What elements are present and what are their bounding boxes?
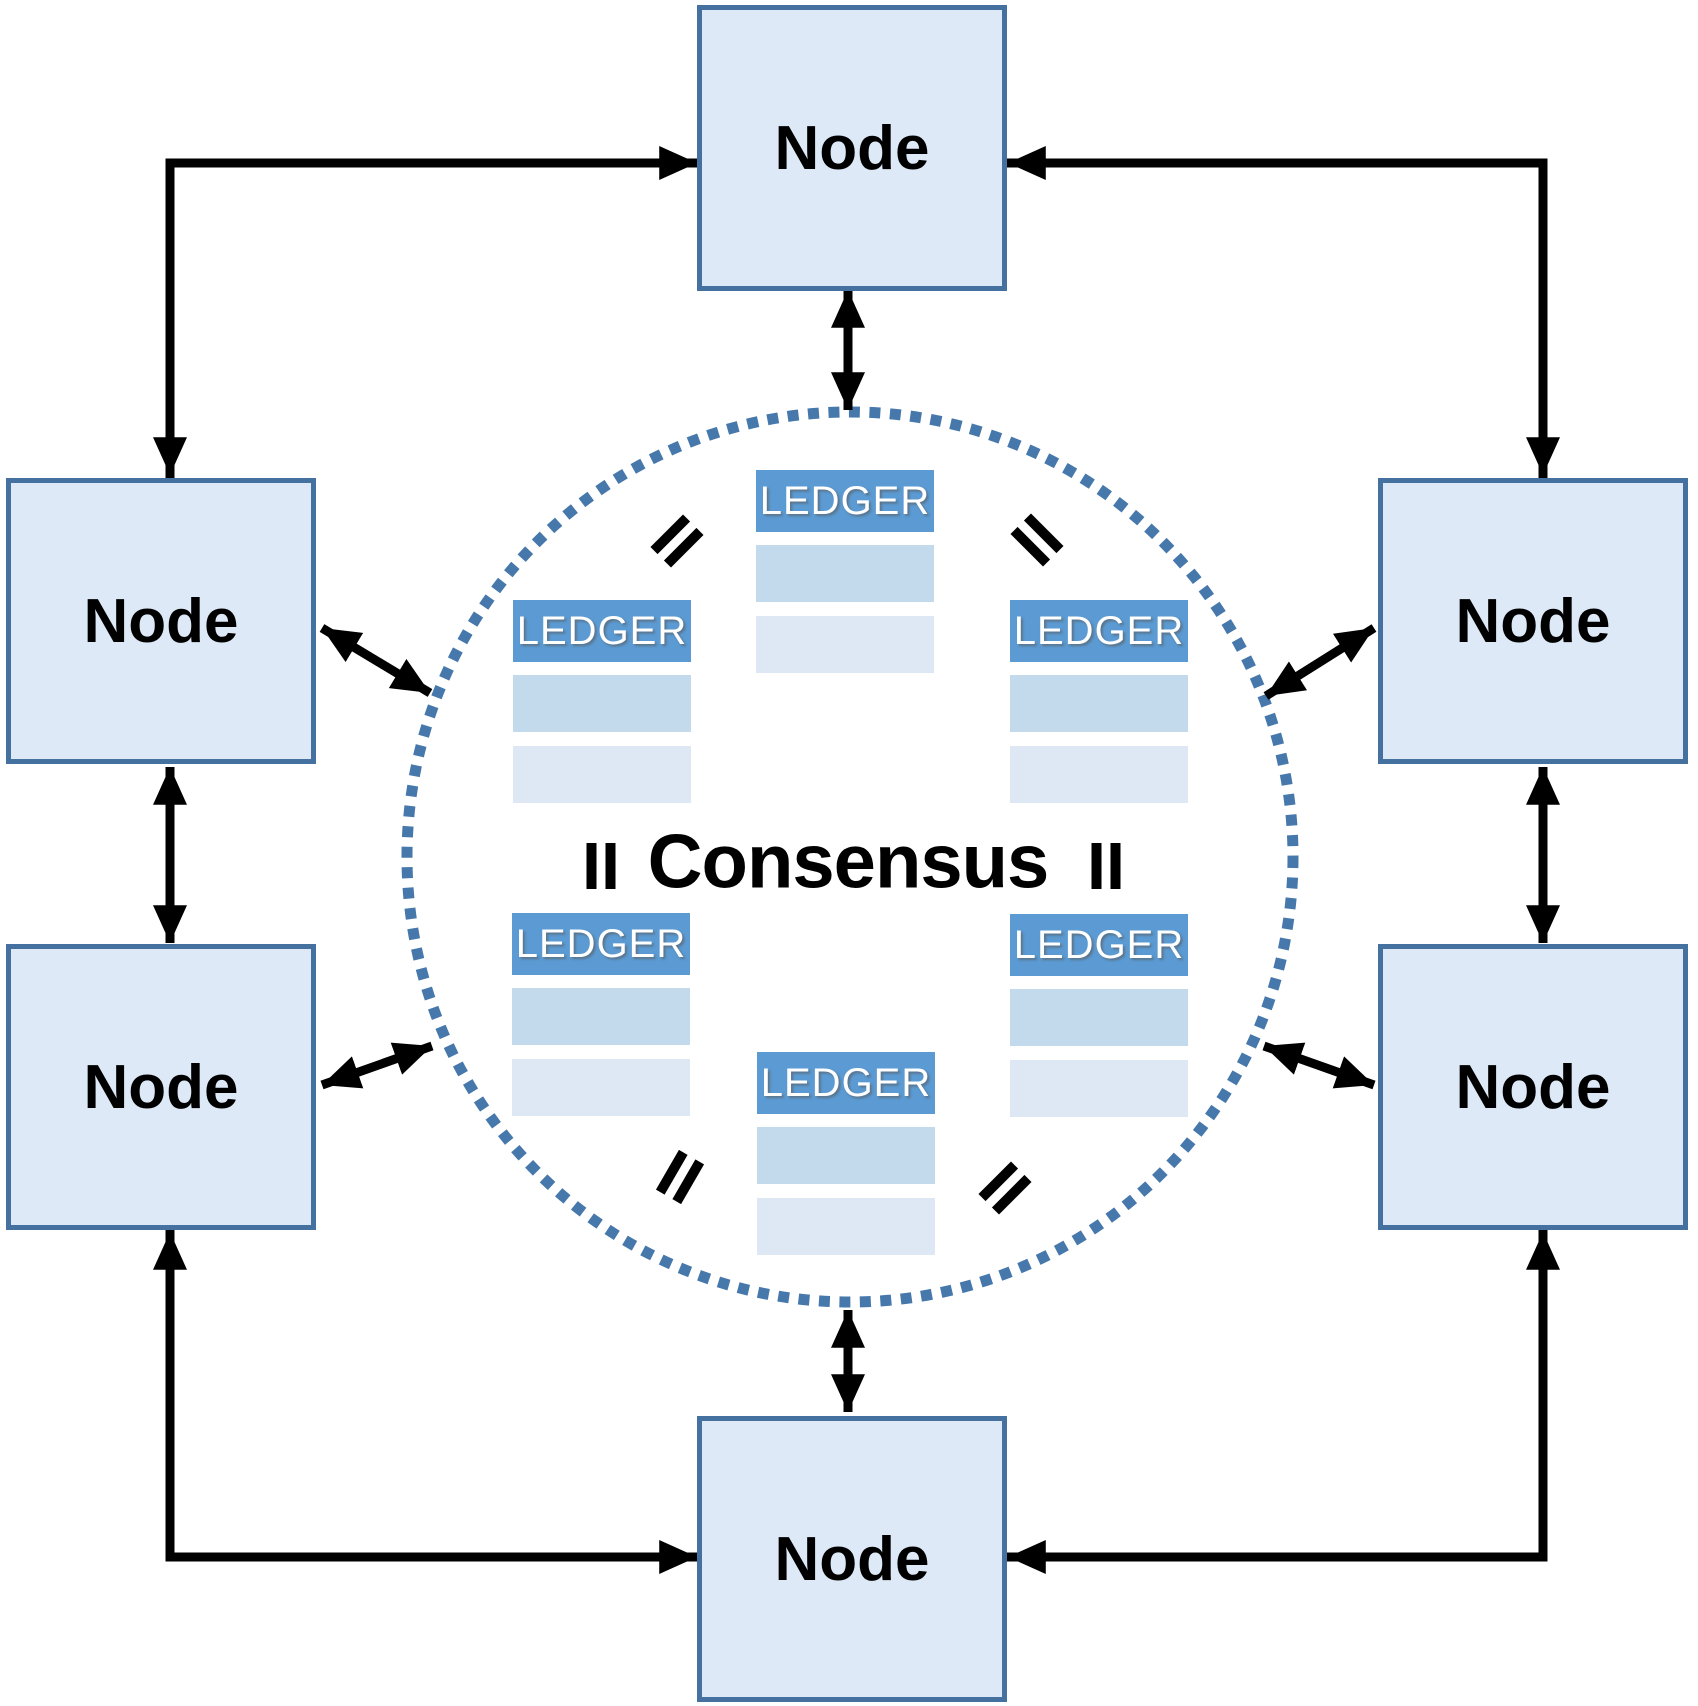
ledger-row-1 xyxy=(756,545,934,602)
ledger-left-lower: LEDGER xyxy=(512,913,690,1116)
ledger-top: LEDGER xyxy=(756,470,934,673)
ledger-row-1 xyxy=(513,675,691,732)
arrow-left-lower-node-to-circle xyxy=(320,1041,434,1090)
node-box-bottom: Node xyxy=(697,1416,1007,1702)
ledger-row-2 xyxy=(757,1198,935,1255)
equals-icon-middle-left xyxy=(586,843,616,889)
ledger-header: LEDGER xyxy=(1010,914,1188,976)
ledger-header: LEDGER xyxy=(513,600,691,662)
equals-bar xyxy=(605,843,616,889)
ledger-header: LEDGER xyxy=(756,470,934,532)
ledger-row-2 xyxy=(1010,1060,1188,1117)
ledger-row-1 xyxy=(757,1127,935,1184)
ledger-row-2 xyxy=(512,1059,690,1116)
ledger-bottom: LEDGER xyxy=(757,1052,935,1255)
node-box-right-lower: Node xyxy=(1378,944,1688,1230)
ledger-row-2 xyxy=(513,746,691,803)
ledger-row-2 xyxy=(1010,746,1188,803)
arrow-left-upper-node-to-circle xyxy=(319,624,433,697)
ledger-right-upper: LEDGER xyxy=(1010,600,1188,803)
node-label: Node xyxy=(774,1524,930,1594)
equals-bar xyxy=(1110,843,1121,889)
arrow-right-upper-node-to-circle xyxy=(1263,624,1377,700)
ledger-row-1 xyxy=(1010,989,1188,1046)
equals-bar xyxy=(586,843,597,889)
node-label: Node xyxy=(1455,586,1611,656)
ledger-row-1 xyxy=(512,988,690,1045)
ledger-left-upper: LEDGER xyxy=(513,600,691,803)
node-label: Node xyxy=(83,586,239,656)
ledger-header: LEDGER xyxy=(512,913,690,975)
ledger-header: LEDGER xyxy=(1010,600,1188,662)
arrow-right-lower-node-to-circle xyxy=(1262,1041,1376,1090)
equals-icon-middle-right xyxy=(1091,843,1121,889)
consensus-label: Consensus xyxy=(647,819,1050,905)
node-box-right-upper: Node xyxy=(1378,478,1688,764)
ledger-header: LEDGER xyxy=(757,1052,935,1114)
ledger-right-lower: LEDGER xyxy=(1010,914,1188,1117)
ledger-row-2 xyxy=(756,616,934,673)
node-label: Node xyxy=(774,113,930,183)
node-box-top: Node xyxy=(697,5,1007,291)
ledger-row-1 xyxy=(1010,675,1188,732)
node-label: Node xyxy=(1455,1052,1611,1122)
node-label: Node xyxy=(83,1052,239,1122)
node-box-left-upper: Node xyxy=(6,478,316,764)
node-box-left-lower: Node xyxy=(6,944,316,1230)
equals-bar xyxy=(1091,843,1102,889)
consensus-dotted-circle xyxy=(401,406,1299,1308)
